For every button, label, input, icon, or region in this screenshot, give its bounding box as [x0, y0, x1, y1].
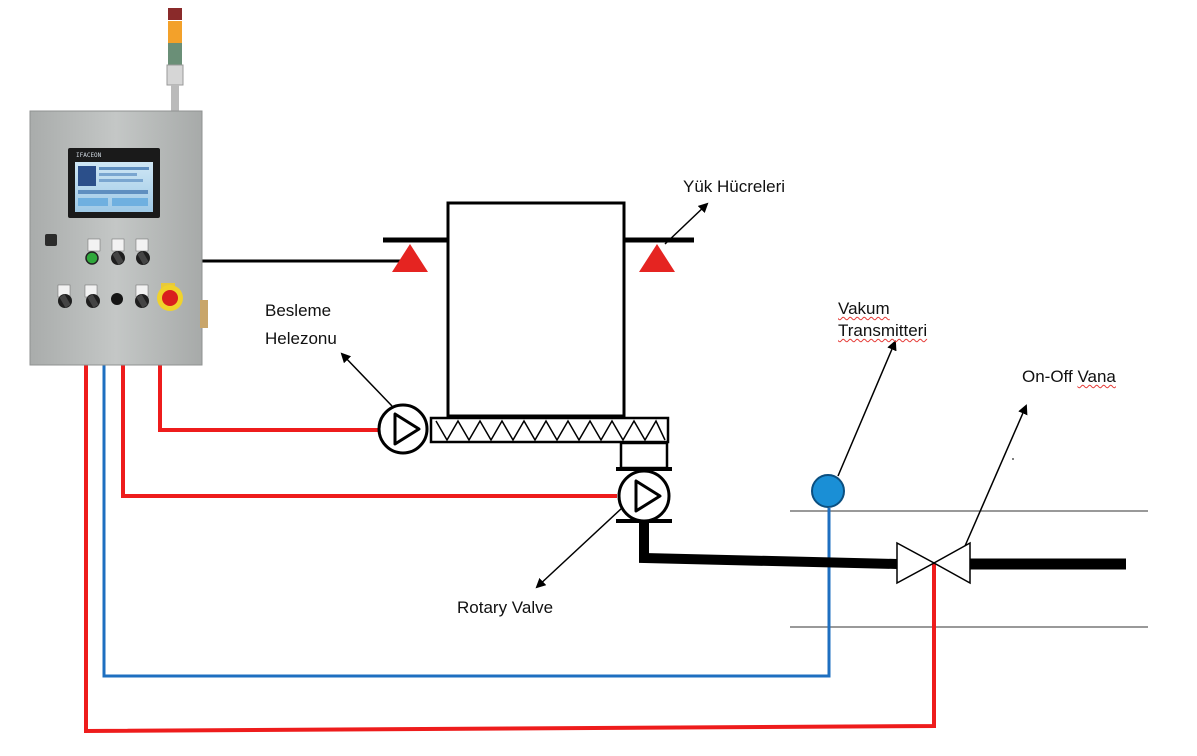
onoff-valve-wire — [84, 364, 936, 734]
valve-icon — [896, 541, 971, 585]
rotary-valve-arrow — [535, 507, 623, 589]
vacuum-transmitter-label-line1: Vakum — [838, 298, 890, 319]
svg-text:IFACEON: IFACEON — [76, 152, 102, 159]
vacuum-transmitter-wire — [102, 364, 831, 678]
vacuum-transmitter-label-line2: Transmitteri — [838, 320, 927, 341]
control-panel: IFACEON — [29, 110, 208, 366]
feed-screw-wire — [158, 364, 380, 432]
feed-screw-label-line2: Helezonu — [265, 329, 337, 348]
vacuum-transmitter-arrow — [837, 340, 897, 477]
onoff-valve-label: On-Off Vana — [1022, 366, 1116, 387]
selector-switches-row1 — [45, 234, 150, 265]
feed-screw-arrow — [340, 352, 393, 407]
vacuum-transmitter-word1: Vakum — [838, 299, 890, 318]
rotary-valve-wire — [121, 364, 617, 498]
emergency-stop-icon — [157, 285, 183, 311]
vacuum-transmitter-word2: Transmitteri — [838, 321, 928, 340]
rotary-valve-icon — [617, 469, 671, 523]
rotary-valve-inlet-chute — [619, 441, 669, 470]
onoff-valve-arrow — [964, 404, 1028, 547]
hmi-screen-icon: IFACEON — [68, 148, 160, 218]
pump-icon — [377, 403, 429, 455]
onoff-valve-prefix: On-Off — [1022, 367, 1078, 386]
feed-screw-conveyor — [429, 416, 670, 444]
stack-light-icon — [166, 8, 184, 111]
annotation-arrows — [340, 202, 1028, 589]
sensor-icon — [811, 474, 845, 508]
load-cell-right — [639, 244, 675, 272]
load-cells-arrow — [664, 202, 709, 245]
rotary-valve-label: Rotary Valve — [457, 598, 554, 617]
load-cells-label: Yük Hücreleri — [683, 177, 786, 196]
selector-switches-row2 — [57, 283, 175, 308]
hopper-tank — [446, 201, 626, 418]
discharge-pipe — [639, 523, 898, 569]
load-cell-left — [392, 244, 428, 272]
feed-screw-label-line1: Besleme — [265, 301, 332, 320]
power-wires — [84, 364, 936, 734]
onoff-valve-word: Vana — [1077, 367, 1116, 386]
